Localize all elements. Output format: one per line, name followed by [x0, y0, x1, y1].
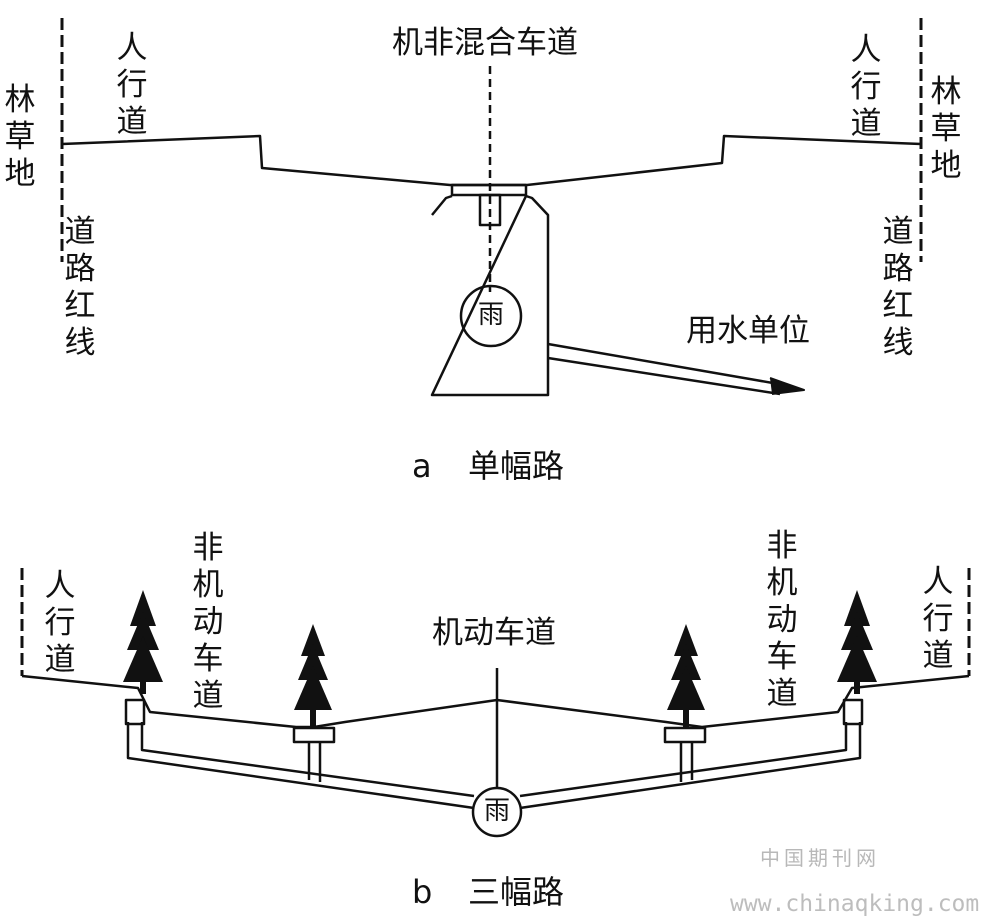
b-road-surface [21, 674, 970, 729]
b-tree-right-outer [837, 590, 877, 694]
a-rain-circle [459, 284, 523, 348]
b-left-nonmotor-label: 非机动车道 [192, 530, 224, 714]
a-outlet-pipe-top [547, 342, 791, 388]
a-right-green-label: 林草地 [930, 74, 962, 184]
b-center-label: 机动车道 [432, 615, 556, 651]
b-tree-right-inner [667, 624, 705, 728]
b-tree-left-outer [123, 590, 163, 694]
b-rain-symbol: 雨 [484, 796, 511, 826]
a-right-sidewalk-label: 人行道 [850, 32, 882, 142]
b-right-pipe-inner [519, 722, 848, 798]
a-inlet-neck [478, 193, 502, 227]
b-right-sidewalk-label: 人行道 [922, 564, 954, 674]
a-water-user-label: 用水单位 [686, 313, 810, 349]
a-caption-text: 单幅路 [468, 447, 565, 485]
b-right-nonmotor-label: 非机动车道 [766, 528, 798, 712]
a-storage-tank [430, 194, 550, 397]
b-left-outer-inlet [124, 698, 146, 726]
b-caption-letter: b [412, 873, 433, 911]
a-left-green-label: 林草地 [4, 82, 36, 192]
a-left-redline-label: 道路红线 [64, 214, 96, 361]
a-left-sidewalk-label: 人行道 [116, 30, 148, 140]
watermark-url: www.chinaqking.com [730, 891, 980, 917]
a-road-surface [61, 134, 922, 187]
b-left-pipe-outer [126, 722, 475, 810]
a-outlet-arrow [769, 377, 805, 395]
a-caption-letter: a [412, 447, 432, 485]
b-tree-left-inner [294, 624, 332, 728]
diagram-b-geometry [20, 568, 971, 838]
b-left-inner-inlet [292, 726, 336, 744]
b-left-pipe-inner [140, 722, 475, 798]
a-right-redline-label: 道路红线 [882, 214, 914, 361]
watermark-cn: 中国期刊网 [760, 846, 880, 870]
a-center-label: 机非混合车道 [392, 25, 578, 61]
diagram-a-geometry [60, 18, 923, 397]
a-rain-symbol: 雨 [478, 300, 505, 330]
b-rain-circle [471, 786, 523, 838]
b-right-inner-inlet [663, 726, 707, 744]
b-right-outer-inlet [842, 698, 864, 726]
b-left-sidewalk-label: 人行道 [44, 568, 76, 678]
b-right-pipe-outer [519, 722, 862, 810]
b-caption-text: 三幅路 [468, 873, 565, 911]
a-outlet-pipe-bottom [547, 356, 781, 396]
